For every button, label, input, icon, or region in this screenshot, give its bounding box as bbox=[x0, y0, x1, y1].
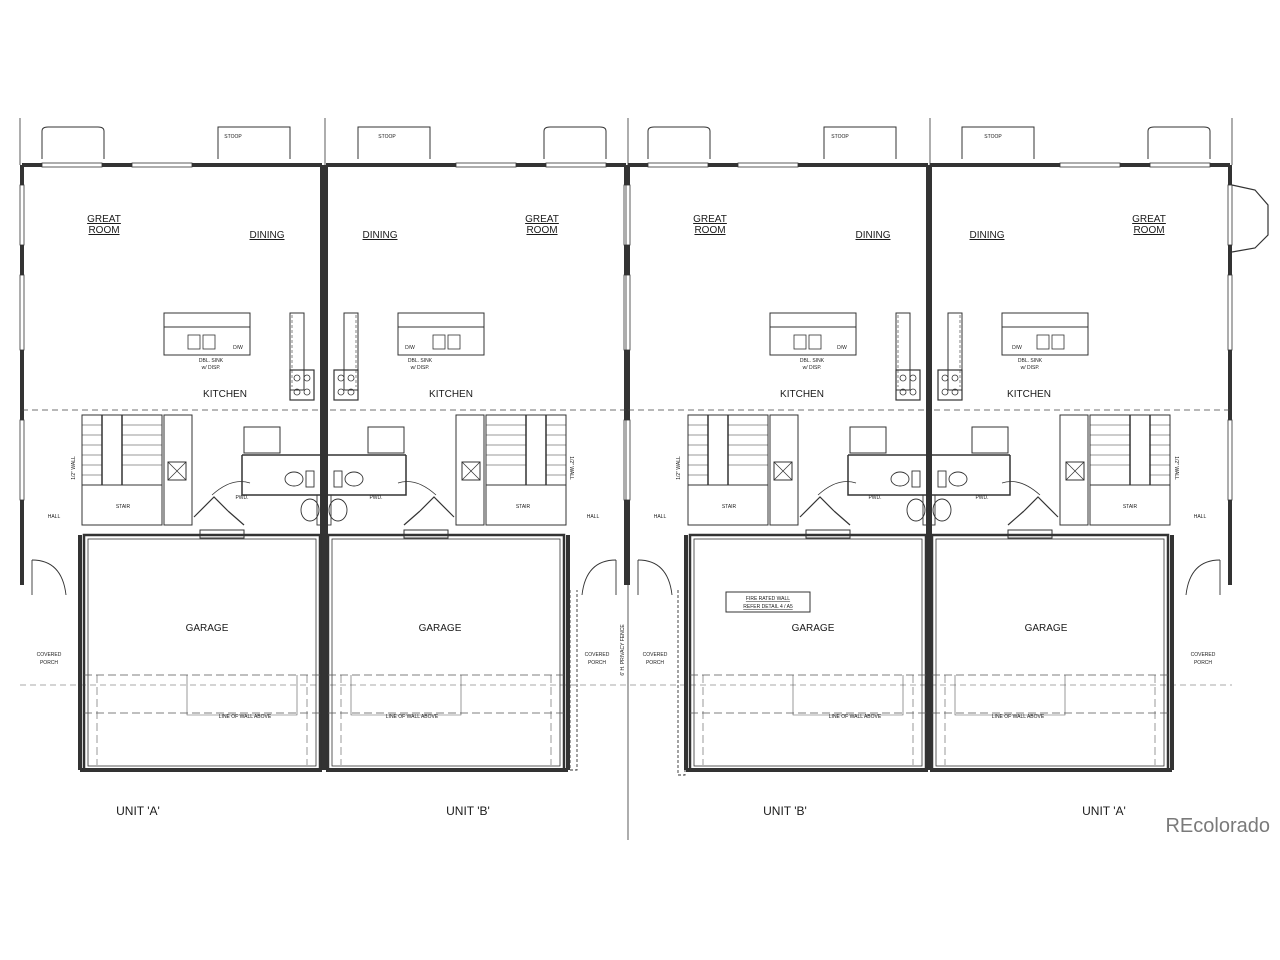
stair-label-2: STAIR bbox=[516, 504, 531, 510]
wall-note-label-3: 1/2" WALL bbox=[676, 456, 682, 480]
hall-label-2: HALL bbox=[587, 514, 600, 520]
great-room-label-2b: ROOM bbox=[526, 225, 557, 236]
sink-label-2a: DBL. SINK bbox=[408, 358, 433, 364]
fire-wall-note-line1: FIRE RATED WALL bbox=[746, 596, 790, 602]
dining-label-3: DINING bbox=[856, 230, 891, 241]
porch-label-2b: PORCH bbox=[588, 660, 606, 666]
porch-label-1b: PORCH bbox=[40, 660, 58, 666]
hall-label-3: HALL bbox=[654, 514, 667, 520]
sink-label-2b: w/ DISP. bbox=[411, 365, 430, 371]
garage-label-2: GARAGE bbox=[419, 623, 462, 634]
dw-label-3: D/W bbox=[837, 345, 847, 351]
great-room-label-1b: ROOM bbox=[88, 225, 119, 236]
fire-wall-note-line2: REFER DETAIL 4 / A5 bbox=[743, 604, 793, 610]
garage-label-3: GARAGE bbox=[792, 623, 835, 634]
stair-label-1: STAIR bbox=[116, 504, 131, 510]
hall-label-1: HALL bbox=[48, 514, 61, 520]
line-of-wall-label-1: LINE OF WALL ABOVE bbox=[219, 714, 272, 720]
unit-a-right-plan bbox=[928, 125, 1234, 772]
dw-label-2: D/W bbox=[405, 345, 415, 351]
stoop-label-1: STOOP bbox=[224, 134, 242, 140]
unit-a-left-plan bbox=[18, 125, 324, 772]
sink-label-3b: w/ DISP. bbox=[803, 365, 822, 371]
sink-label-1a: DBL. SINK bbox=[199, 358, 224, 364]
unit-label-1: UNIT 'A' bbox=[116, 804, 160, 818]
pwd-label-4: PWD. bbox=[975, 495, 988, 501]
wall-note-label-2: 1/2" WALL bbox=[568, 456, 574, 480]
kitchen-label-4: KITCHEN bbox=[1007, 389, 1051, 400]
kitchen-label-2: KITCHEN bbox=[429, 389, 473, 400]
line-of-wall-label-4: LINE OF WALL ABOVE bbox=[992, 714, 1045, 720]
line-of-wall-label-2: LINE OF WALL ABOVE bbox=[386, 714, 439, 720]
wall-note-label-4: 1/2" WALL bbox=[1173, 456, 1179, 480]
porch-label-1a: COVERED bbox=[37, 652, 62, 658]
hall-label-4: HALL bbox=[1194, 514, 1207, 520]
watermark-logo: REcolorado bbox=[1165, 815, 1270, 837]
unit-label-4: UNIT 'A' bbox=[1082, 804, 1126, 818]
great-room-label-3a: GREAT bbox=[693, 214, 727, 225]
stair-label-3: STAIR bbox=[722, 504, 737, 510]
unit-label-2: UNIT 'B' bbox=[446, 804, 490, 818]
dining-label-2: DINING bbox=[363, 230, 398, 241]
great-room-label-2a: GREAT bbox=[525, 214, 559, 225]
stoop-label-4: STOOP bbox=[984, 134, 1002, 140]
pwd-label-1: PWD. bbox=[235, 495, 248, 501]
pwd-label-3: PWD. bbox=[868, 495, 881, 501]
porch-label-2a: COVERED bbox=[585, 652, 610, 658]
kitchen-label-3: KITCHEN bbox=[780, 389, 824, 400]
fire-wall-callout-box bbox=[725, 591, 811, 613]
pwd-label-2: PWD. bbox=[369, 495, 382, 501]
kitchen-label-1: KITCHEN bbox=[203, 389, 247, 400]
unit-b-right-plan bbox=[624, 125, 930, 772]
garage-label-4: GARAGE bbox=[1025, 623, 1068, 634]
porch-label-4b: PORCH bbox=[1194, 660, 1212, 666]
sink-label-4b: w/ DISP. bbox=[1021, 365, 1040, 371]
great-room-label-3b: ROOM bbox=[694, 225, 725, 236]
porch-label-3a: COVERED bbox=[643, 652, 668, 658]
stoop-label-3: STOOP bbox=[831, 134, 849, 140]
dining-label-4: DINING bbox=[970, 230, 1005, 241]
privacy-fence-label: 6' H. PRIVACY FENCE bbox=[620, 624, 626, 676]
dw-label-4: D/W bbox=[1012, 345, 1022, 351]
garage-label-1: GARAGE bbox=[186, 623, 229, 634]
wall-note-label-1: 1/2" WALL bbox=[71, 456, 77, 480]
great-room-label-4a: GREAT bbox=[1132, 214, 1166, 225]
sink-label-1b: w/ DISP. bbox=[202, 365, 221, 371]
sink-label-4a: DBL. SINK bbox=[1018, 358, 1043, 364]
dining-label-1: DINING bbox=[250, 230, 285, 241]
great-room-label-4b: ROOM bbox=[1133, 225, 1164, 236]
great-room-label-1a: GREAT bbox=[87, 214, 121, 225]
porch-label-3b: PORCH bbox=[646, 660, 664, 666]
dw-label-1: D/W bbox=[233, 345, 243, 351]
unit-label-3: UNIT 'B' bbox=[763, 804, 807, 818]
stoop-label-2: STOOP bbox=[378, 134, 396, 140]
sink-label-3a: DBL. SINK bbox=[800, 358, 825, 364]
unit-b-left-plan bbox=[324, 125, 630, 772]
stair-label-4: STAIR bbox=[1123, 504, 1138, 510]
porch-label-4a: COVERED bbox=[1191, 652, 1216, 658]
line-of-wall-label-3: LINE OF WALL ABOVE bbox=[829, 714, 882, 720]
